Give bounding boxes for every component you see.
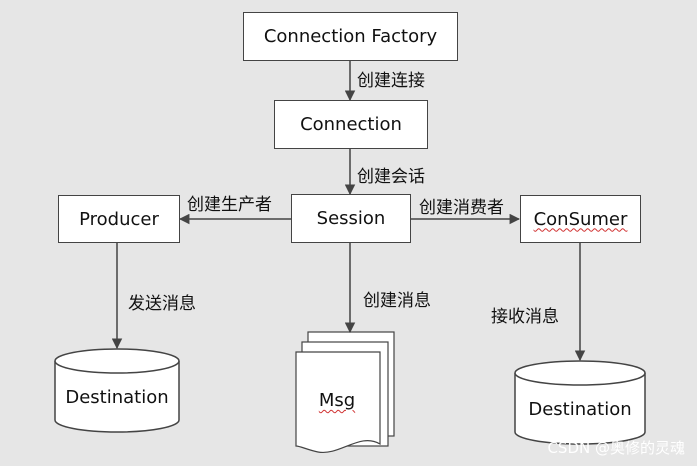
csdn-watermark: CSDN @奥修的灵魂 [547, 439, 685, 457]
connection-node: Connection [274, 100, 428, 149]
destination-right-label: Destination [528, 399, 632, 420]
label-create-consumer: 创建消费者 [419, 198, 504, 218]
destination-left-label: Destination [65, 387, 169, 408]
label-create-session: 创建会话 [357, 167, 425, 187]
producer-node: Producer [58, 195, 180, 243]
label-send-message: 发送消息 [128, 294, 196, 314]
destination-right-cylinder [514, 360, 646, 445]
msg-page-front [295, 351, 381, 453]
label-create-connection: 创建连接 [357, 71, 425, 91]
label-create-producer: 创建生产者 [187, 195, 272, 215]
msg-document-stack [295, 331, 395, 453]
destination-left-cylinder [54, 348, 180, 433]
producer-label: Producer [79, 208, 159, 230]
consumer-node: ConSumer [520, 195, 641, 243]
session-label: Session [316, 208, 386, 229]
connection-factory-label: Connection Factory [263, 26, 438, 47]
label-create-message: 创建消息 [363, 291, 431, 311]
session-node: Session [291, 194, 411, 243]
consumer-label: ConSumer [533, 208, 628, 230]
connection-factory-node: Connection Factory [243, 12, 458, 61]
msg-label: Msg [304, 390, 370, 411]
connection-label: Connection [300, 114, 402, 135]
msg-text: Msg [318, 390, 356, 411]
label-receive-message: 接收消息 [491, 307, 559, 327]
